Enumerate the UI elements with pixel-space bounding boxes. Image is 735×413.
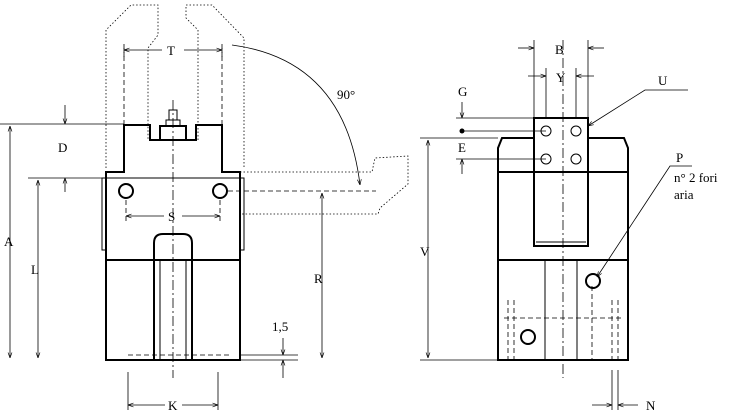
- leader-P: [597, 165, 692, 277]
- dim-K-label: K: [168, 398, 178, 413]
- jaw-open-right-outline: [185, 4, 245, 168]
- body-side-step-right: [240, 177, 245, 251]
- leader-U: [588, 89, 688, 126]
- air-port-upper: [585, 273, 601, 289]
- dim-E-label: E: [458, 140, 466, 155]
- dim-T-label: T: [167, 43, 175, 58]
- side-center-plate: [533, 117, 589, 247]
- dim-G-point: [459, 128, 465, 134]
- dim-V-label: V: [420, 244, 430, 259]
- front-view: T 90° D A L S R 1,5: [0, 4, 409, 413]
- jaw-open-left-outline: [105, 4, 159, 168]
- dim-R-label: R: [314, 271, 323, 286]
- dim-Y-label: Y: [556, 70, 566, 85]
- dim-step-label: 1,5: [272, 319, 288, 334]
- plate-hole-2: [570, 125, 582, 137]
- dim-N-label: N: [646, 398, 656, 413]
- label-U: U: [658, 73, 668, 88]
- note-air-holes-line1: n° 2 fori: [674, 170, 718, 185]
- plate-hole-4: [570, 153, 582, 165]
- side-view: B Y U G E V P n° 2 fori aria: [420, 40, 718, 413]
- note-air-holes-line2: aria: [674, 187, 694, 202]
- dim-B-label: B: [555, 42, 564, 57]
- air-port-lower: [520, 329, 536, 345]
- dim-D-label: D: [58, 140, 67, 155]
- dim-A-label: A: [4, 234, 14, 249]
- label-P: P: [676, 150, 683, 165]
- air-hole-left: [118, 183, 134, 199]
- dim-angle-label: 90°: [337, 87, 355, 102]
- dim-G-label: G: [458, 84, 467, 99]
- jaw-rotated-outline: [240, 155, 409, 215]
- dim-angle-arc: [231, 44, 360, 185]
- air-hole-right: [212, 183, 228, 199]
- dim-L-label: L: [31, 262, 39, 277]
- dim-S-label: S: [168, 209, 175, 224]
